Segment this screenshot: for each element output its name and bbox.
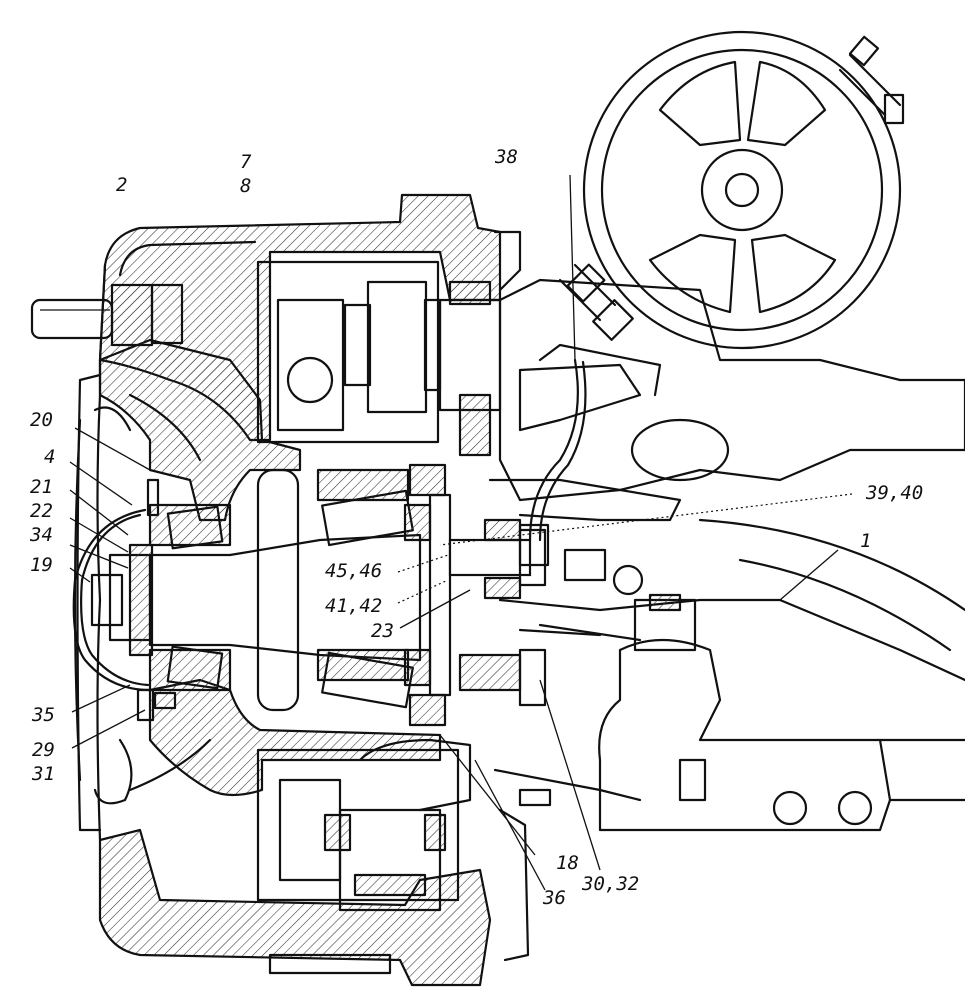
lower-chamber xyxy=(256,738,472,975)
knuckle-bolts xyxy=(448,518,642,707)
callout-8: 8 xyxy=(240,175,252,197)
steering-arm xyxy=(488,278,965,682)
callout-7: 7 xyxy=(240,151,252,173)
callout-34: 34 xyxy=(30,524,53,546)
tie-rod-end xyxy=(598,564,965,832)
callout-20: 20 xyxy=(30,409,53,431)
callout-41-42: 41,42 xyxy=(325,595,383,617)
callout-19: 19 xyxy=(30,554,53,576)
brake-shield xyxy=(493,230,642,962)
hub-cap xyxy=(72,478,177,722)
callout-4: 4 xyxy=(44,446,56,468)
main-bearing xyxy=(256,463,452,727)
callout-29: 29 xyxy=(32,739,55,761)
leader-lines xyxy=(69,174,853,891)
pulley-wheel xyxy=(558,30,905,350)
callout-30-32: 30,32 xyxy=(582,873,640,895)
callout-2: 2 xyxy=(116,174,128,196)
callout-36: 36 xyxy=(543,887,566,909)
sensor-wire xyxy=(518,358,587,567)
callout-21: 21 xyxy=(30,476,53,498)
callout-38: 38 xyxy=(495,146,518,168)
callout-31: 31 xyxy=(32,763,55,785)
callout-45-46: 45,46 xyxy=(325,560,383,582)
callout-23: 23 xyxy=(371,620,394,642)
callout-39-40: 39,40 xyxy=(866,482,924,504)
callout-18: 18 xyxy=(556,852,579,874)
stud-bolt xyxy=(30,283,184,347)
housing-body xyxy=(73,193,502,987)
callout-22: 22 xyxy=(30,500,53,522)
inner-chamber xyxy=(256,260,502,457)
callout-35: 35 xyxy=(32,704,55,726)
callout-1: 1 xyxy=(860,530,872,552)
